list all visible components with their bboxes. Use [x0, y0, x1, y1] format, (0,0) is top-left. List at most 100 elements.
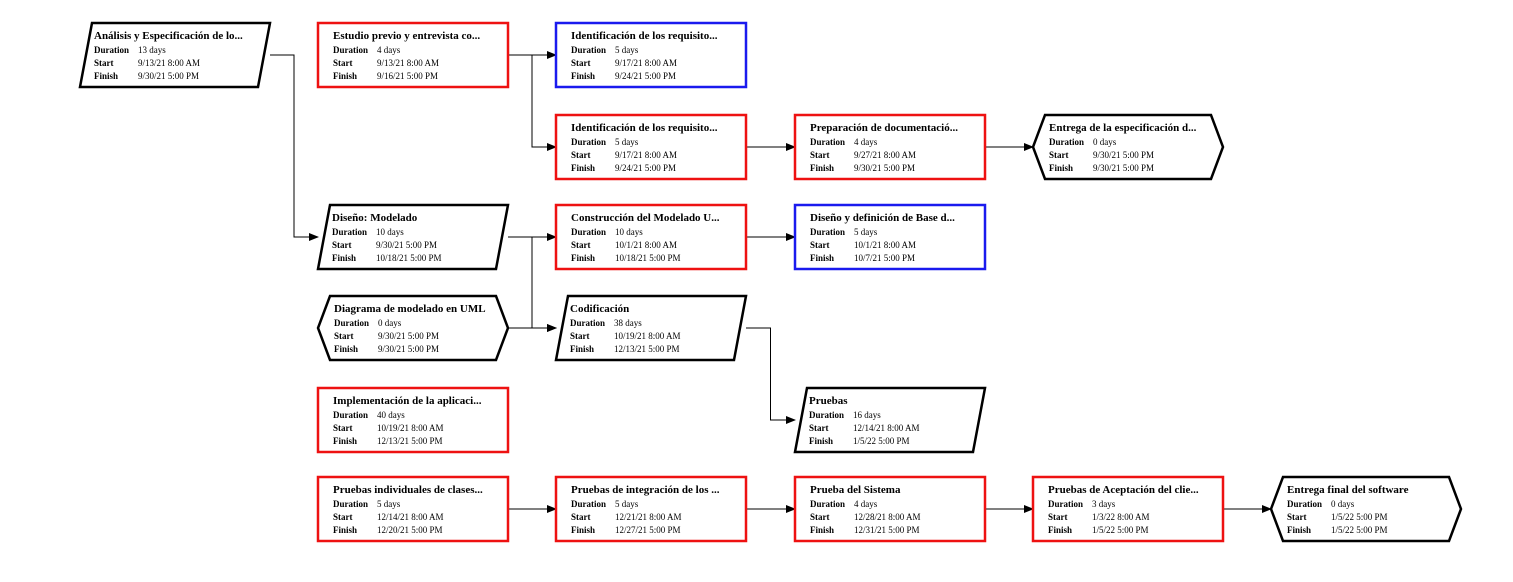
duration-value: 0 days — [1093, 137, 1117, 147]
duration-value: 10 days — [615, 227, 643, 237]
start-value: 10/19/21 8:00 AM — [377, 423, 444, 433]
task-title: Diseño: Modelado — [332, 212, 418, 224]
start-label: Start — [809, 423, 829, 433]
finish-label: Finish — [810, 525, 834, 535]
start-label: Start — [571, 150, 591, 160]
start-value: 10/19/21 8:00 AM — [614, 331, 681, 341]
task-node-diseno_bd[interactable]: Diseño y definición de Base d...Duration… — [793, 203, 987, 271]
task-title: Análisis y Especificación de lo... — [94, 30, 243, 42]
start-label: Start — [1048, 512, 1068, 522]
task-node-construccion[interactable]: Construcción del Modelado U... Duration 10… — [554, 203, 748, 271]
duration-label: Duration — [810, 499, 845, 509]
duration-value: 0 days — [1331, 499, 1355, 509]
task-node-implementacion[interactable]: Implementación de la aplicaci... Duration… — [316, 386, 510, 454]
link-estudio-to-ident2 — [508, 54, 557, 151]
task-node-ident2[interactable]: Identificación de los requisito...Durati… — [554, 113, 748, 181]
duration-label: Duration — [333, 410, 368, 420]
duration-value: 5 days — [377, 499, 401, 509]
task-title: Estudio previo y entrevista co... — [333, 30, 480, 42]
duration-label: Duration — [810, 227, 845, 237]
task-title: Identificación de los requisito... — [571, 122, 718, 134]
start-value: 12/14/21 8:00 AM — [853, 423, 920, 433]
finish-value: 12/27/21 5:00 PM — [615, 525, 681, 535]
start-value: 10/1/21 8:00 AM — [615, 240, 677, 250]
duration-label: Duration — [332, 227, 367, 237]
task-title: Pruebas de Aceptación del clie... — [1048, 484, 1199, 496]
task-title: Codificación — [570, 303, 629, 315]
task-box-milestone — [1269, 475, 1463, 543]
start-label: Start — [333, 58, 353, 68]
duration-label: Duration — [333, 45, 368, 55]
task-box-critical — [554, 475, 748, 543]
task-box-normal — [793, 203, 987, 271]
task-title: Preparación de documentació... — [810, 122, 958, 134]
finish-value: 1/5/22 5:00 PM — [853, 436, 910, 446]
finish-label: Finish — [332, 253, 356, 263]
task-box-critical — [1031, 475, 1225, 543]
start-value: 9/27/21 8:00 AM — [854, 150, 916, 160]
task-box-normal — [554, 21, 748, 89]
task-node-ident1[interactable]: Identificación de los requisito...Durati… — [554, 21, 748, 89]
task-title: Diagrama de modelado en UML — [334, 303, 486, 315]
nodes-layer: Análisis y Especificación de lo... Durati… — [78, 21, 1463, 543]
start-value: 9/30/21 5:00 PM — [376, 240, 437, 250]
start-label: Start — [94, 58, 114, 68]
finish-label: Finish — [1049, 163, 1073, 173]
duration-label: Duration — [1048, 499, 1083, 509]
start-label: Start — [333, 423, 353, 433]
task-node-estudio[interactable]: Estudio previo y entrevista co... Duratio… — [316, 21, 510, 89]
task-title: Implementación de la aplicaci... — [333, 395, 482, 407]
start-label: Start — [332, 240, 352, 250]
finish-value: 9/24/21 5:00 PM — [615, 71, 676, 81]
finish-label: Finish — [333, 436, 357, 446]
task-node-pr_acept[interactable]: Pruebas de Aceptación del clie... Duratio… — [1031, 475, 1225, 543]
start-label: Start — [571, 240, 591, 250]
task-title: Entrega final del software — [1287, 484, 1409, 496]
link-codificacion-to-pruebas — [746, 327, 796, 424]
finish-value: 12/13/21 5:00 PM — [377, 436, 443, 446]
finish-label: Finish — [571, 71, 595, 81]
start-value: 1/5/22 5:00 PM — [1331, 512, 1388, 522]
duration-label: Duration — [333, 499, 368, 509]
start-value: 12/14/21 8:00 AM — [377, 512, 444, 522]
finish-label: Finish — [571, 525, 595, 535]
start-label: Start — [570, 331, 590, 341]
finish-value: 10/18/21 5:00 PM — [615, 253, 681, 263]
link-analisis-to-diseno — [270, 54, 319, 241]
start-value: 9/13/21 8:00 AM — [377, 58, 439, 68]
task-node-entrega_esp[interactable]: Entrega de la especificación d...Duratio… — [1031, 113, 1225, 181]
task-node-analisis[interactable]: Análisis y Especificación de lo...Durati… — [78, 21, 272, 89]
task-box-milestone — [1031, 113, 1225, 181]
task-box-milestone — [316, 294, 510, 362]
duration-value: 5 days — [615, 45, 639, 55]
finish-value: 9/30/21 5:00 PM — [1093, 163, 1154, 173]
finish-label: Finish — [1048, 525, 1072, 535]
finish-label: Finish — [810, 253, 834, 263]
start-value: 9/30/21 5:00 PM — [1093, 150, 1154, 160]
duration-value: 10 days — [376, 227, 404, 237]
task-title: Construcción del Modelado U... — [571, 212, 720, 224]
task-node-pr_indiv[interactable]: Pruebas individuales de clases...Duratio… — [316, 475, 510, 543]
start-label: Start — [1287, 512, 1307, 522]
start-value: 1/3/22 8:00 AM — [1092, 512, 1150, 522]
finish-value: 9/24/21 5:00 PM — [615, 163, 676, 173]
duration-value: 5 days — [615, 499, 639, 509]
duration-value: 4 days — [854, 137, 878, 147]
finish-label: Finish — [571, 163, 595, 173]
finish-label: Finish — [570, 344, 594, 354]
duration-value: 40 days — [377, 410, 405, 420]
link-diseno-to-codificacion — [508, 236, 557, 332]
finish-label: Finish — [333, 71, 357, 81]
task-box-summary — [316, 203, 510, 271]
duration-label: Duration — [571, 227, 606, 237]
task-node-pr_integ[interactable]: Pruebas de integración de los ...Duratio… — [554, 475, 748, 543]
finish-value: 9/30/21 5:00 PM — [138, 71, 199, 81]
task-box-critical — [554, 203, 748, 271]
